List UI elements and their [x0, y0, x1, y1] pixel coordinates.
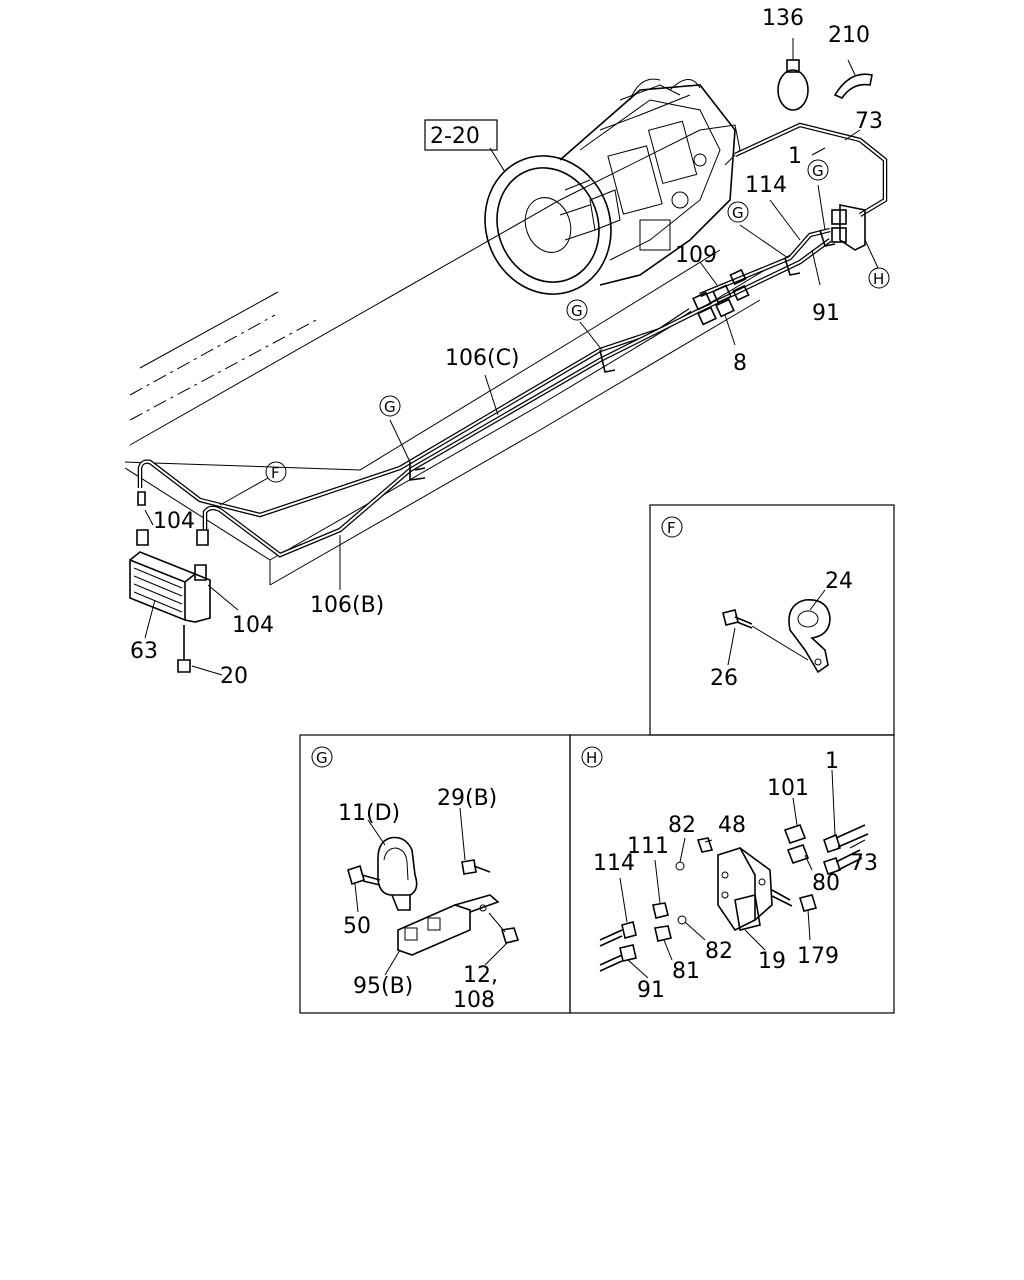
panel-h-label-81: 81 — [672, 959, 700, 984]
label-8: 8 — [733, 351, 747, 376]
label-91: 91 — [812, 301, 840, 326]
label-104-upper: 104 — [153, 509, 195, 534]
panel-h-label-48: 48 — [718, 813, 746, 838]
ref-box-label: 2-20 — [430, 124, 480, 149]
connector-bracket — [831, 204, 879, 269]
panel-h-label-19: 19 — [758, 949, 786, 974]
panel-h-label-73: 73 — [850, 851, 878, 876]
oil-cooler — [129, 491, 211, 673]
panel-h-label-82-lower: 82 — [705, 939, 733, 964]
svg-text:G: G — [316, 749, 328, 767]
svg-text:G: G — [384, 398, 396, 416]
svg-text:H: H — [586, 749, 597, 767]
union-fittings — [692, 268, 750, 326]
label-63: 63 — [130, 639, 158, 664]
detail-panel-f: F 24 26 — [649, 504, 895, 736]
label-210: 210 — [828, 23, 870, 48]
panel-h-label-179: 179 — [797, 944, 839, 969]
bearing-shell-210 — [833, 59, 873, 99]
panel-g-label-95b: 95(B) — [353, 974, 413, 999]
panel-g-label-29b: 29(B) — [437, 786, 497, 811]
oil-pipes — [137, 122, 888, 558]
panel-f-label-26: 26 — [710, 666, 738, 691]
panel-h-label-91: 91 — [637, 978, 665, 1003]
pipe-clips — [409, 229, 836, 481]
panel-h-label-82-upper: 82 — [668, 813, 696, 838]
label-136: 136 — [762, 6, 804, 31]
label-1: 1 — [788, 144, 802, 169]
panel-g-label-50: 50 — [343, 914, 371, 939]
label-109: 109 — [675, 243, 717, 268]
panel-h-label-111: 111 — [627, 834, 669, 859]
marker-g-4: G — [807, 159, 829, 181]
frame-rail — [124, 129, 791, 586]
transmission-assembly — [484, 78, 741, 295]
svg-text:F: F — [271, 464, 280, 482]
marker-g-3: G — [727, 201, 749, 223]
panel-g-label-108: 108 — [453, 988, 495, 1013]
panel-h-label-1: 1 — [825, 749, 839, 774]
marker-g-2: G — [566, 299, 588, 321]
svg-text:H: H — [873, 270, 884, 288]
label-20: 20 — [220, 664, 248, 689]
panel-g-label-12: 12, — [463, 963, 498, 988]
panel-h-label-114: 114 — [593, 851, 635, 876]
panel-h-label-80: 80 — [812, 871, 840, 896]
label-114: 114 — [745, 173, 787, 198]
label-106c: 106(C) — [445, 346, 520, 371]
detail-panel-g: G 11(D) 29(B) 50 95(B) 12, 108 — [299, 734, 571, 1014]
label-106b: 106(B) — [310, 593, 384, 618]
marker-g-1: G — [379, 395, 401, 417]
panel-g-label-11d: 11(D) — [338, 801, 400, 826]
marker-f: F — [265, 461, 287, 483]
hose-clamp-136 — [777, 38, 809, 111]
label-104-lower: 104 — [232, 613, 274, 638]
panel-h-label-101: 101 — [767, 776, 809, 801]
leader-lines — [144, 129, 861, 676]
detail-panel-h: H — [569, 734, 895, 1014]
label-73: 73 — [855, 109, 883, 134]
panel-f-label-24: 24 — [825, 569, 853, 594]
svg-text:F: F — [667, 519, 676, 537]
marker-h: H — [868, 267, 890, 289]
ref-box — [424, 119, 498, 151]
svg-text:G: G — [732, 204, 744, 222]
svg-text:G: G — [571, 302, 583, 320]
svg-text:G: G — [812, 162, 824, 180]
